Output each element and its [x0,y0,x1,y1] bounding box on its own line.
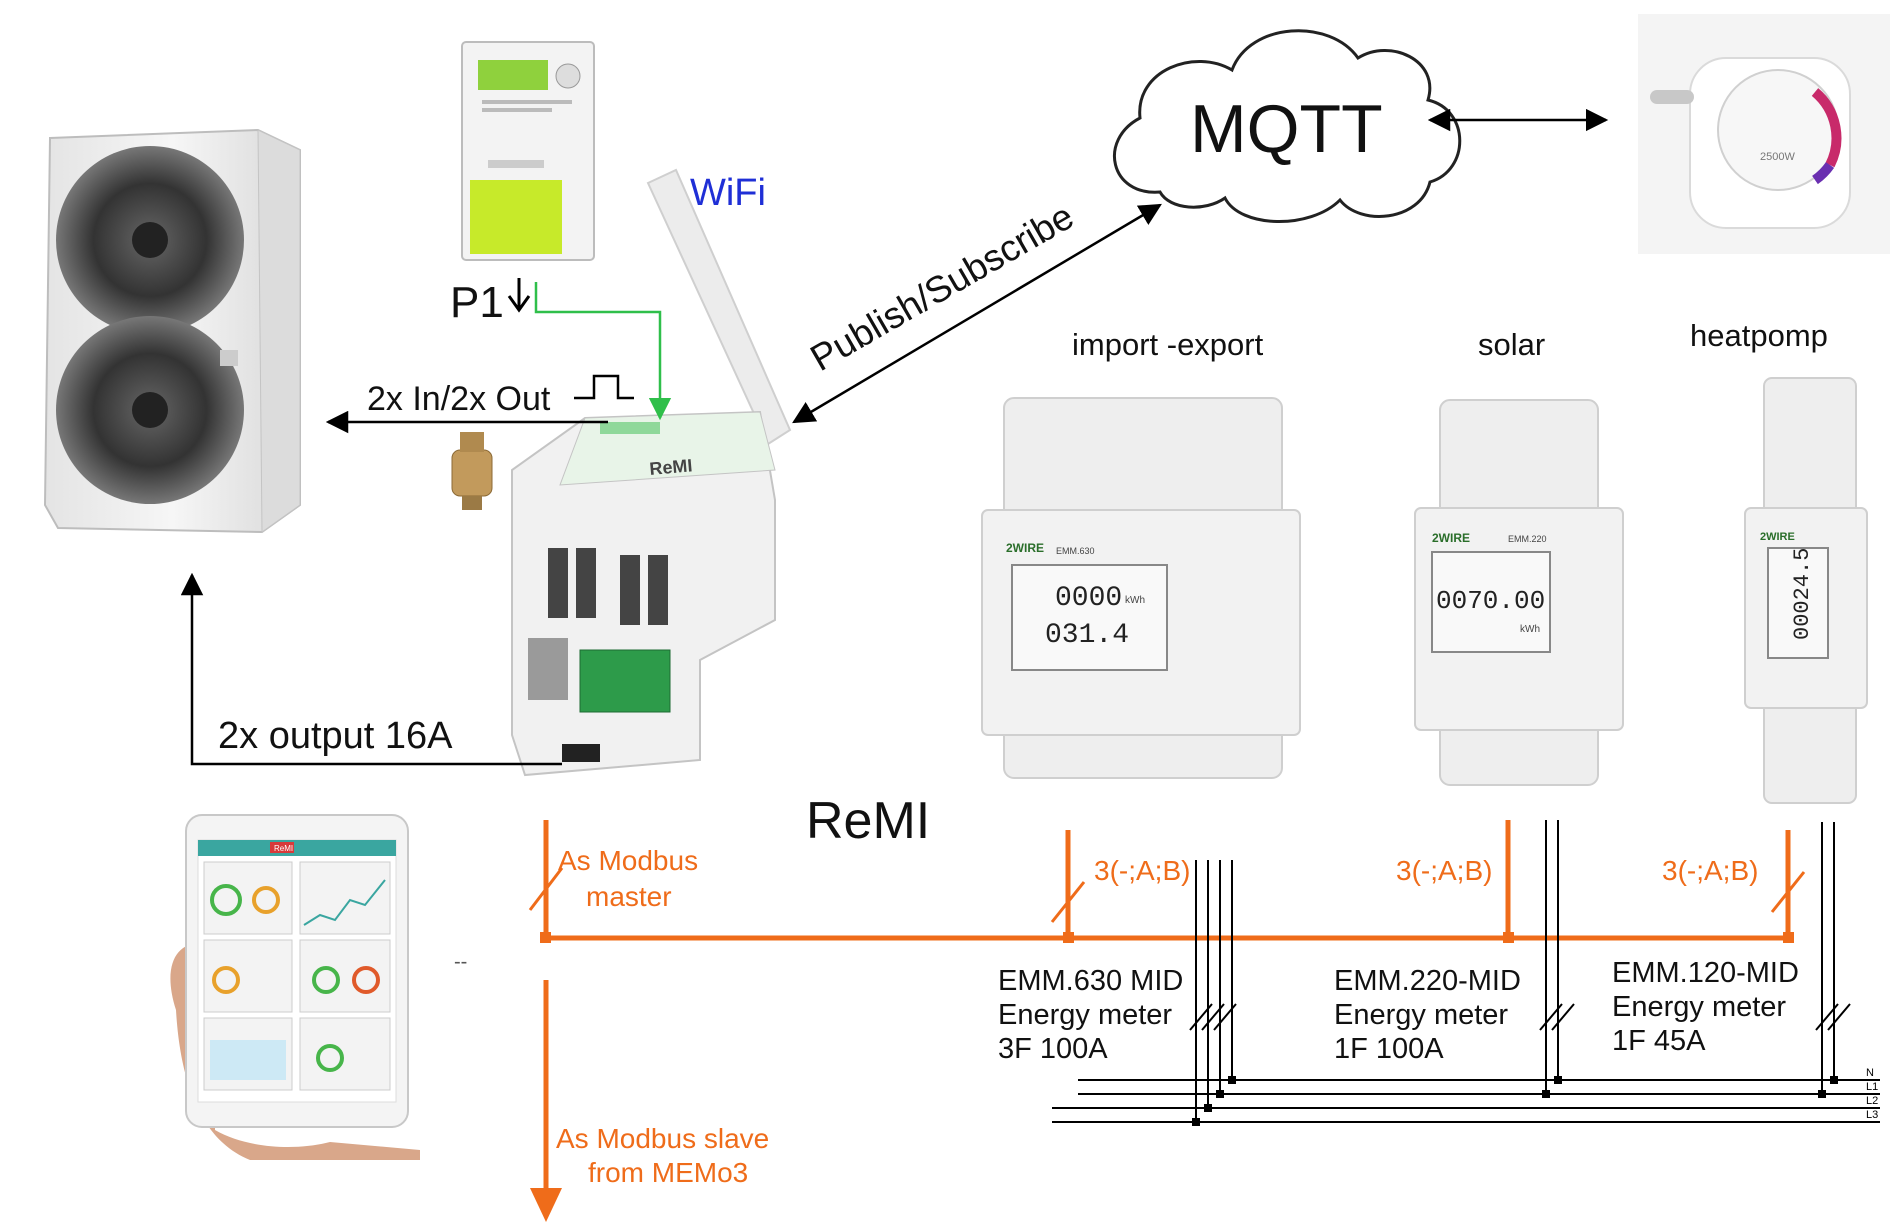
wiring-nodes [1192,1076,1838,1126]
heat-pump-unit [43,128,301,534]
meter-630-brand: 2WIRE [1006,541,1044,555]
power-wiring [1052,820,1880,1123]
bus-slash-markers [528,867,1806,923]
smart-meter [461,41,595,261]
modbus-slave-arrow-icon [530,1188,562,1222]
meter-120-brand: 2WIRE [1760,531,1795,543]
remi-label: ReMI [806,792,930,850]
modbus-master-line1: As Modbus [558,845,698,876]
phase-n: N [1866,1067,1874,1079]
plug-rating: 2500W [1760,151,1795,163]
meter-emm630: 2WIRE EMM.630 0000 031.4 kWh [981,397,1301,779]
remi-device: ReMI [511,410,776,777]
meter-630-model: EMM.630 [1056,546,1095,556]
meter-630-header: import -export [1072,327,1264,362]
pulse-icon [574,374,634,400]
meter-630-desc1: EMM.630 MID [998,965,1183,997]
wifi-label: WiFi [690,172,766,214]
modbus-slave-line2: from MEMo3 [588,1157,748,1188]
publish-label: Publish/Subscribe [804,195,1081,379]
meter-630-reading1: 0000 [1055,583,1122,614]
meter-120-header: heatpomp [1690,318,1828,353]
io-label: 2x In/2x Out [367,380,551,418]
smart-plug: 2500W [1638,14,1890,254]
wifi-antenna: WiFi [646,168,792,446]
water-meter-icon [451,432,493,510]
meter-630-unit: kWh [1125,595,1145,606]
p1-arrow-icon [507,278,531,313]
modbus-bus [543,820,1791,1200]
remi-device-text: ReMI [649,455,694,479]
meter-220-bus: 3(-;A;B) [1396,855,1492,886]
tablet-dash: -- [454,951,467,973]
mqtt-label: MQTT [1190,91,1383,167]
meter-120-bus: 3(-;A;B) [1662,855,1758,886]
meter-220-header: solar [1478,327,1545,362]
modbus-master-line2: master [586,881,672,912]
meter-220-model: EMM.220 [1508,534,1547,544]
meter-220-brand: 2WIRE [1432,531,1470,545]
meter-630-reading2: 031.4 [1045,620,1129,651]
bus-nodes [540,932,1794,943]
meter-220-reading: 0070.00 [1436,586,1545,616]
output-arrow [180,572,562,766]
meter-emm220: 2WIRE EMM.220 0070.00 kWh [1414,399,1624,786]
meter-220-desc3: 1F 100A [1334,1033,1444,1065]
meter-220-unit: kWh [1520,624,1540,635]
tablet-dashboard: ReMI [170,814,420,1160]
p1-connection [534,282,672,421]
meter-120-desc1: EMM.120-MID [1612,957,1799,989]
meter-120-desc3: 1F 45A [1612,1025,1706,1057]
meter-120-reading: 00024.5 [1790,548,1815,640]
p1-label: P1 [450,278,504,327]
meter-220-desc2: Energy meter [1334,999,1508,1031]
tablet-brand: ReMI [274,844,293,853]
phase-l1: L1 [1866,1081,1878,1093]
meter-630-desc3: 3F 100A [998,1033,1108,1065]
meter-emm120: 2WIRE 00024.5 [1744,377,1868,804]
mqtt-cloud: MQTT [1113,29,1462,223]
meter-120-desc2: Energy meter [1612,991,1786,1023]
output-label: 2x output 16A [218,715,453,757]
mqtt-link [792,203,1162,424]
phase-l3: L3 [1866,1109,1878,1121]
meter-220-desc1: EMM.220-MID [1334,965,1521,997]
modbus-slave-line1: As Modbus slave [556,1123,769,1154]
meter-630-desc2: Energy meter [998,999,1172,1031]
phase-l2: L2 [1866,1095,1878,1107]
meter-630-bus: 3(-;A;B) [1094,855,1190,886]
